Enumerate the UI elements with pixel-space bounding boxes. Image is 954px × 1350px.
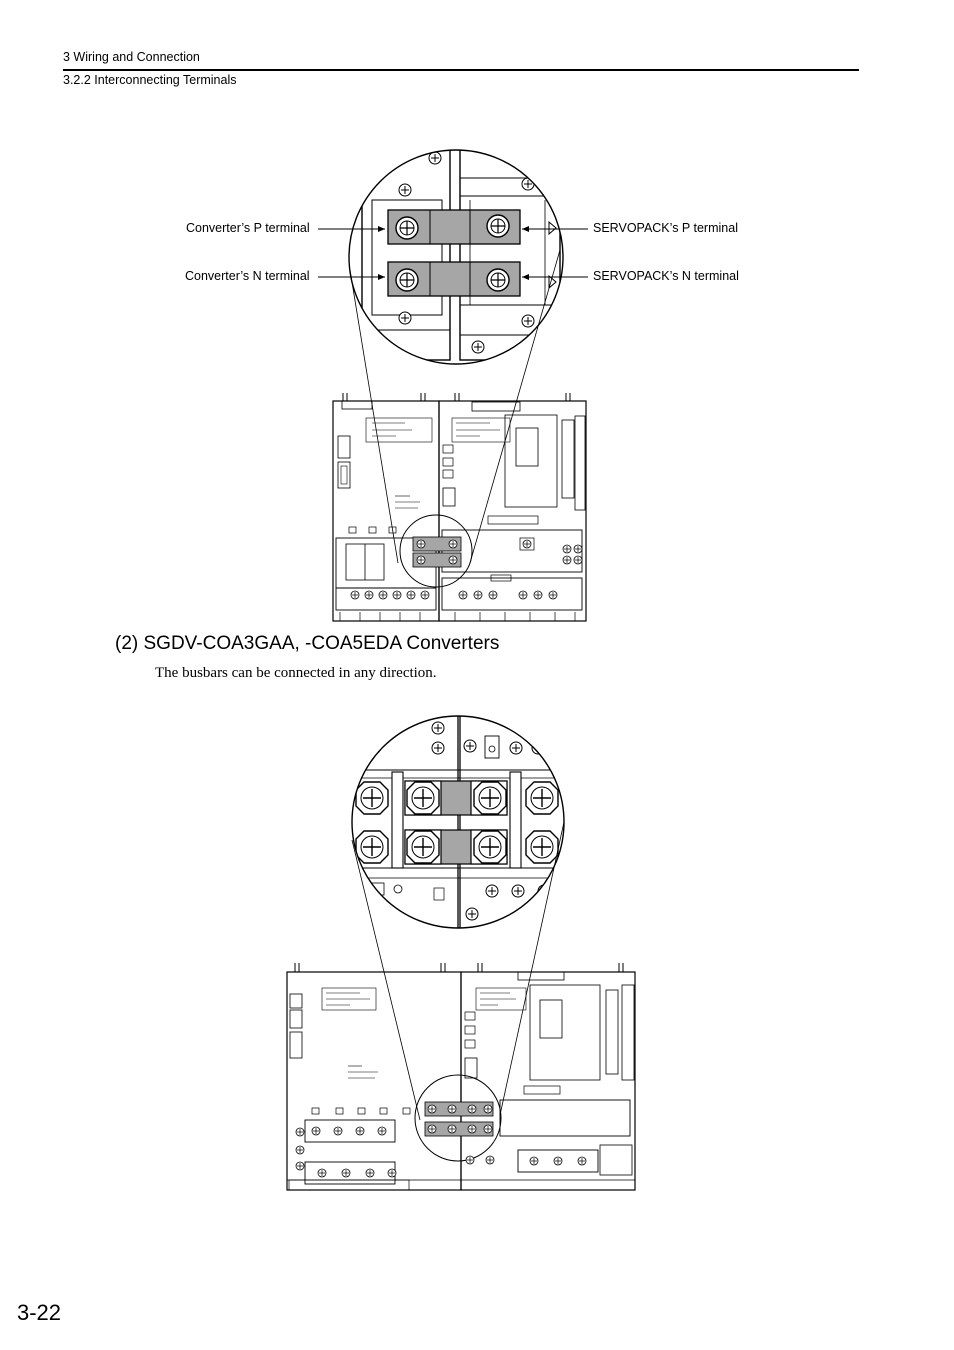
- figure2-magnified-view: [351, 715, 565, 1121]
- page-number: 3-22: [17, 1300, 62, 1325]
- section-2-heading: (2) SGDV-COA3GAA, -COA5EDA Converters: [115, 633, 500, 654]
- servopack-p-terminal-label: SERVOPACK’s P terminal: [593, 221, 738, 235]
- figure1-magnified-view: [318, 149, 588, 564]
- chapter-header: 3 Wiring and Connection: [63, 50, 200, 64]
- converter-n-terminal-label: Converter’s N terminal: [185, 269, 310, 283]
- header-rule: [63, 69, 859, 71]
- figure2-unit-drawing: [286, 963, 636, 1191]
- section-2-body-text: The busbars can be connected in any dire…: [155, 665, 437, 681]
- servopack-n-terminal-label: SERVOPACK’s N terminal: [593, 269, 739, 283]
- figure1-unit-drawing: [332, 393, 587, 622]
- converter-p-terminal-label: Converter’s P terminal: [186, 221, 310, 235]
- section-header: 3.2.2 Interconnecting Terminals: [63, 73, 237, 87]
